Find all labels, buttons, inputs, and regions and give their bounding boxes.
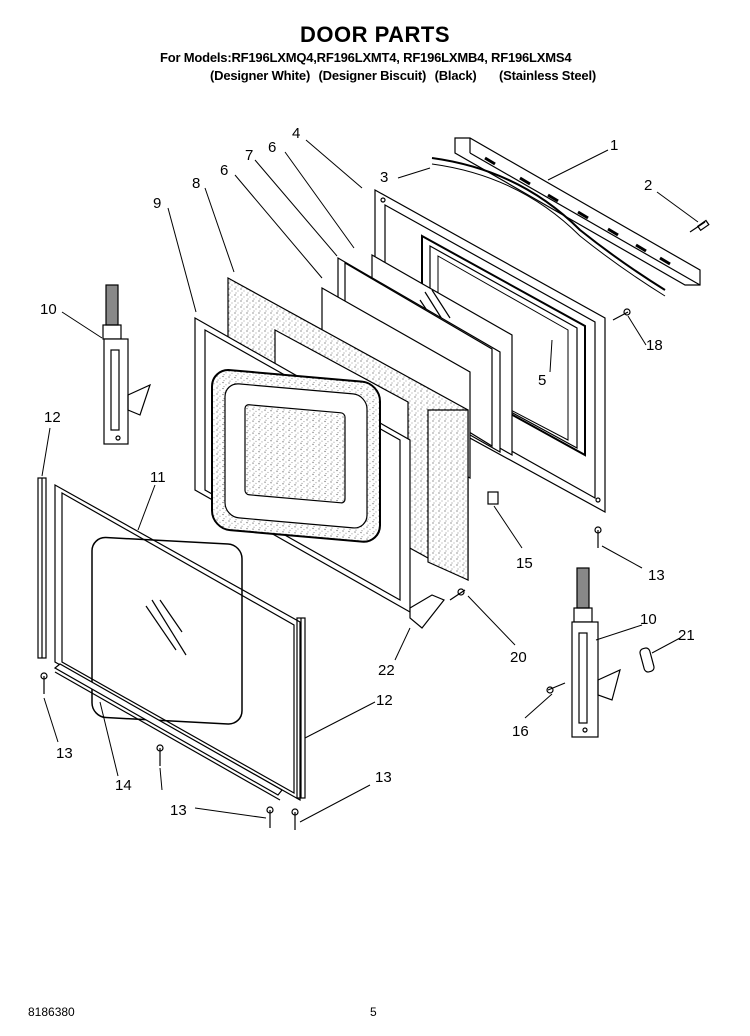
callout-12-left: 12 — [44, 409, 61, 426]
callout-22: 22 — [378, 662, 395, 679]
colors-line: (Designer White) (Designer Biscuit) (Bla… — [210, 68, 601, 83]
screw-13-bottom-b — [291, 808, 299, 830]
callout-labels: 1 2 3 4 5 6 6 7 8 9 10 10 11 12 12 13 13… — [40, 125, 695, 819]
callout-10-left: 10 — [40, 301, 57, 318]
hinge-screw-18 — [612, 308, 631, 321]
callout-13-bottom: 13 — [170, 802, 187, 819]
screw-13-right — [594, 526, 602, 548]
callout-20: 20 — [510, 649, 527, 666]
hinge-screw-16 — [546, 682, 566, 694]
document-number: 8186380 — [28, 1005, 75, 1019]
screw-13-bottom-a — [266, 806, 274, 828]
door-hinge-left — [102, 284, 152, 445]
callout-13-left: 13 — [56, 745, 73, 762]
page-number: 5 — [370, 1005, 377, 1019]
callout-5: 5 — [538, 372, 546, 389]
callout-15: 15 — [516, 555, 533, 572]
color-designer-biscuit: (Designer Biscuit) — [318, 68, 427, 83]
color-designer-white: (Designer White) — [210, 68, 311, 83]
callout-12-right: 12 — [376, 692, 393, 709]
door-hinge-right — [571, 567, 621, 738]
callout-14: 14 — [115, 777, 132, 794]
callout-6-front: 6 — [220, 162, 228, 179]
callout-11: 11 — [150, 469, 166, 486]
side-trim-right — [296, 617, 306, 799]
color-black: (Black) — [434, 68, 477, 83]
side-trim-left — [37, 477, 47, 659]
screw-13-middle — [156, 744, 164, 766]
callout-1: 1 — [610, 137, 618, 154]
page-title: DOOR PARTS — [299, 22, 451, 47]
bracket-screw-20 — [449, 588, 466, 601]
callout-8: 8 — [192, 175, 200, 192]
door-liner — [194, 316, 411, 614]
callout-7: 7 — [245, 147, 253, 164]
callout-9: 9 — [153, 195, 161, 212]
callout-4: 4 — [292, 125, 300, 142]
models-line: For Models:RF196LXMQ4,RF196LXMT4, RF196L… — [160, 50, 572, 65]
latch-clip — [487, 491, 499, 505]
outer-door-panel — [54, 483, 301, 802]
hinge-bracket — [409, 594, 445, 629]
callout-21: 21 — [678, 627, 695, 644]
callout-13-right: 13 — [648, 567, 665, 584]
callout-10-right: 10 — [640, 611, 657, 628]
vent-screw — [689, 219, 710, 233]
callout-16: 16 — [512, 723, 529, 740]
color-stainless-steel: (Stainless Steel) — [498, 68, 596, 83]
callout-3: 3 — [380, 169, 388, 186]
callout-18: 18 — [646, 337, 663, 354]
callout-2: 2 — [644, 177, 652, 194]
vent-deflector — [431, 157, 666, 291]
leader-lines — [41, 139, 699, 823]
callout-6-rear: 6 — [268, 139, 276, 156]
bottom-trim — [53, 663, 283, 801]
callout-13-bottom-right: 13 — [375, 769, 392, 786]
vent-trim-bar — [454, 137, 701, 286]
screw-13-left — [40, 672, 48, 694]
hinge-pin — [639, 647, 655, 673]
